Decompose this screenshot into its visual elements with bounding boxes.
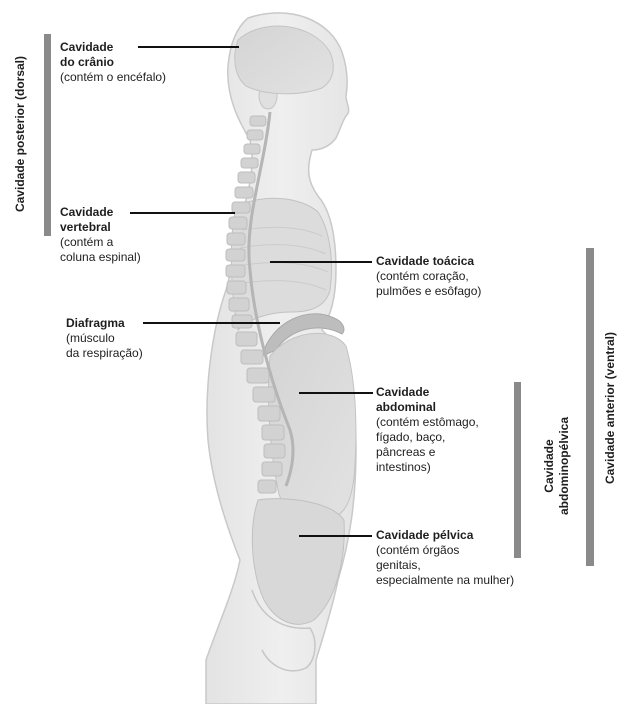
pelvic-cavity-title: Cavidade pélvica [376, 528, 566, 543]
posterior-group-label: Cavidade posterior (dorsal) [13, 54, 27, 214]
thoracic-cavity-desc: (contém coração, pulmões e esôfago) [376, 269, 546, 299]
abdominal-cavity-title: Cavidade abdominal [376, 385, 516, 415]
diaphragm-desc: (músculo da respiração) [66, 331, 216, 361]
pelvic-cavity-desc: (contém órgãos genitais, especialmente n… [376, 543, 566, 588]
abdominal-cavity-desc: (contém estômago, fígado, baço, pâncreas… [376, 415, 516, 475]
cranial-cavity-title: Cavidade do crânio [60, 40, 220, 70]
abdominopelvic-label-line1: Cavidade [542, 406, 557, 526]
abdominopelvic-group-label: Cavidade abdominopélvica [542, 406, 572, 526]
abdominal-cavity-label: Cavidade abdominal (contém estômago, fíg… [376, 385, 516, 475]
diaphragm-label: Diafragma (músculo da respiração) [66, 316, 216, 361]
vertebral-cavity-title: Cavidade vertebral [60, 205, 210, 235]
cranial-cavity-label: Cavidade do crânio (contém o encéfalo) [60, 40, 220, 85]
anterior-group-label: Cavidade anterior (ventral) [603, 318, 617, 498]
vertebral-cavity-label: Cavidade vertebral (contém a coluna espi… [60, 205, 210, 265]
thoracic-cavity-title: Cavidade toácica [376, 254, 546, 269]
diaphragm-title: Diafragma [66, 316, 216, 331]
pelvic-cavity-label: Cavidade pélvica (contém órgãos genitais… [376, 528, 566, 588]
abdominopelvic-label-line2: abdominopélvica [557, 406, 572, 526]
vertebral-cavity-desc: (contém a coluna espinal) [60, 235, 210, 265]
cranial-cavity-desc: (contém o encéfalo) [60, 70, 220, 85]
posterior-group-bar [44, 34, 51, 236]
anterior-group-bar [586, 248, 594, 566]
thoracic-cavity-label: Cavidade toácica (contém coração, pulmõe… [376, 254, 546, 299]
